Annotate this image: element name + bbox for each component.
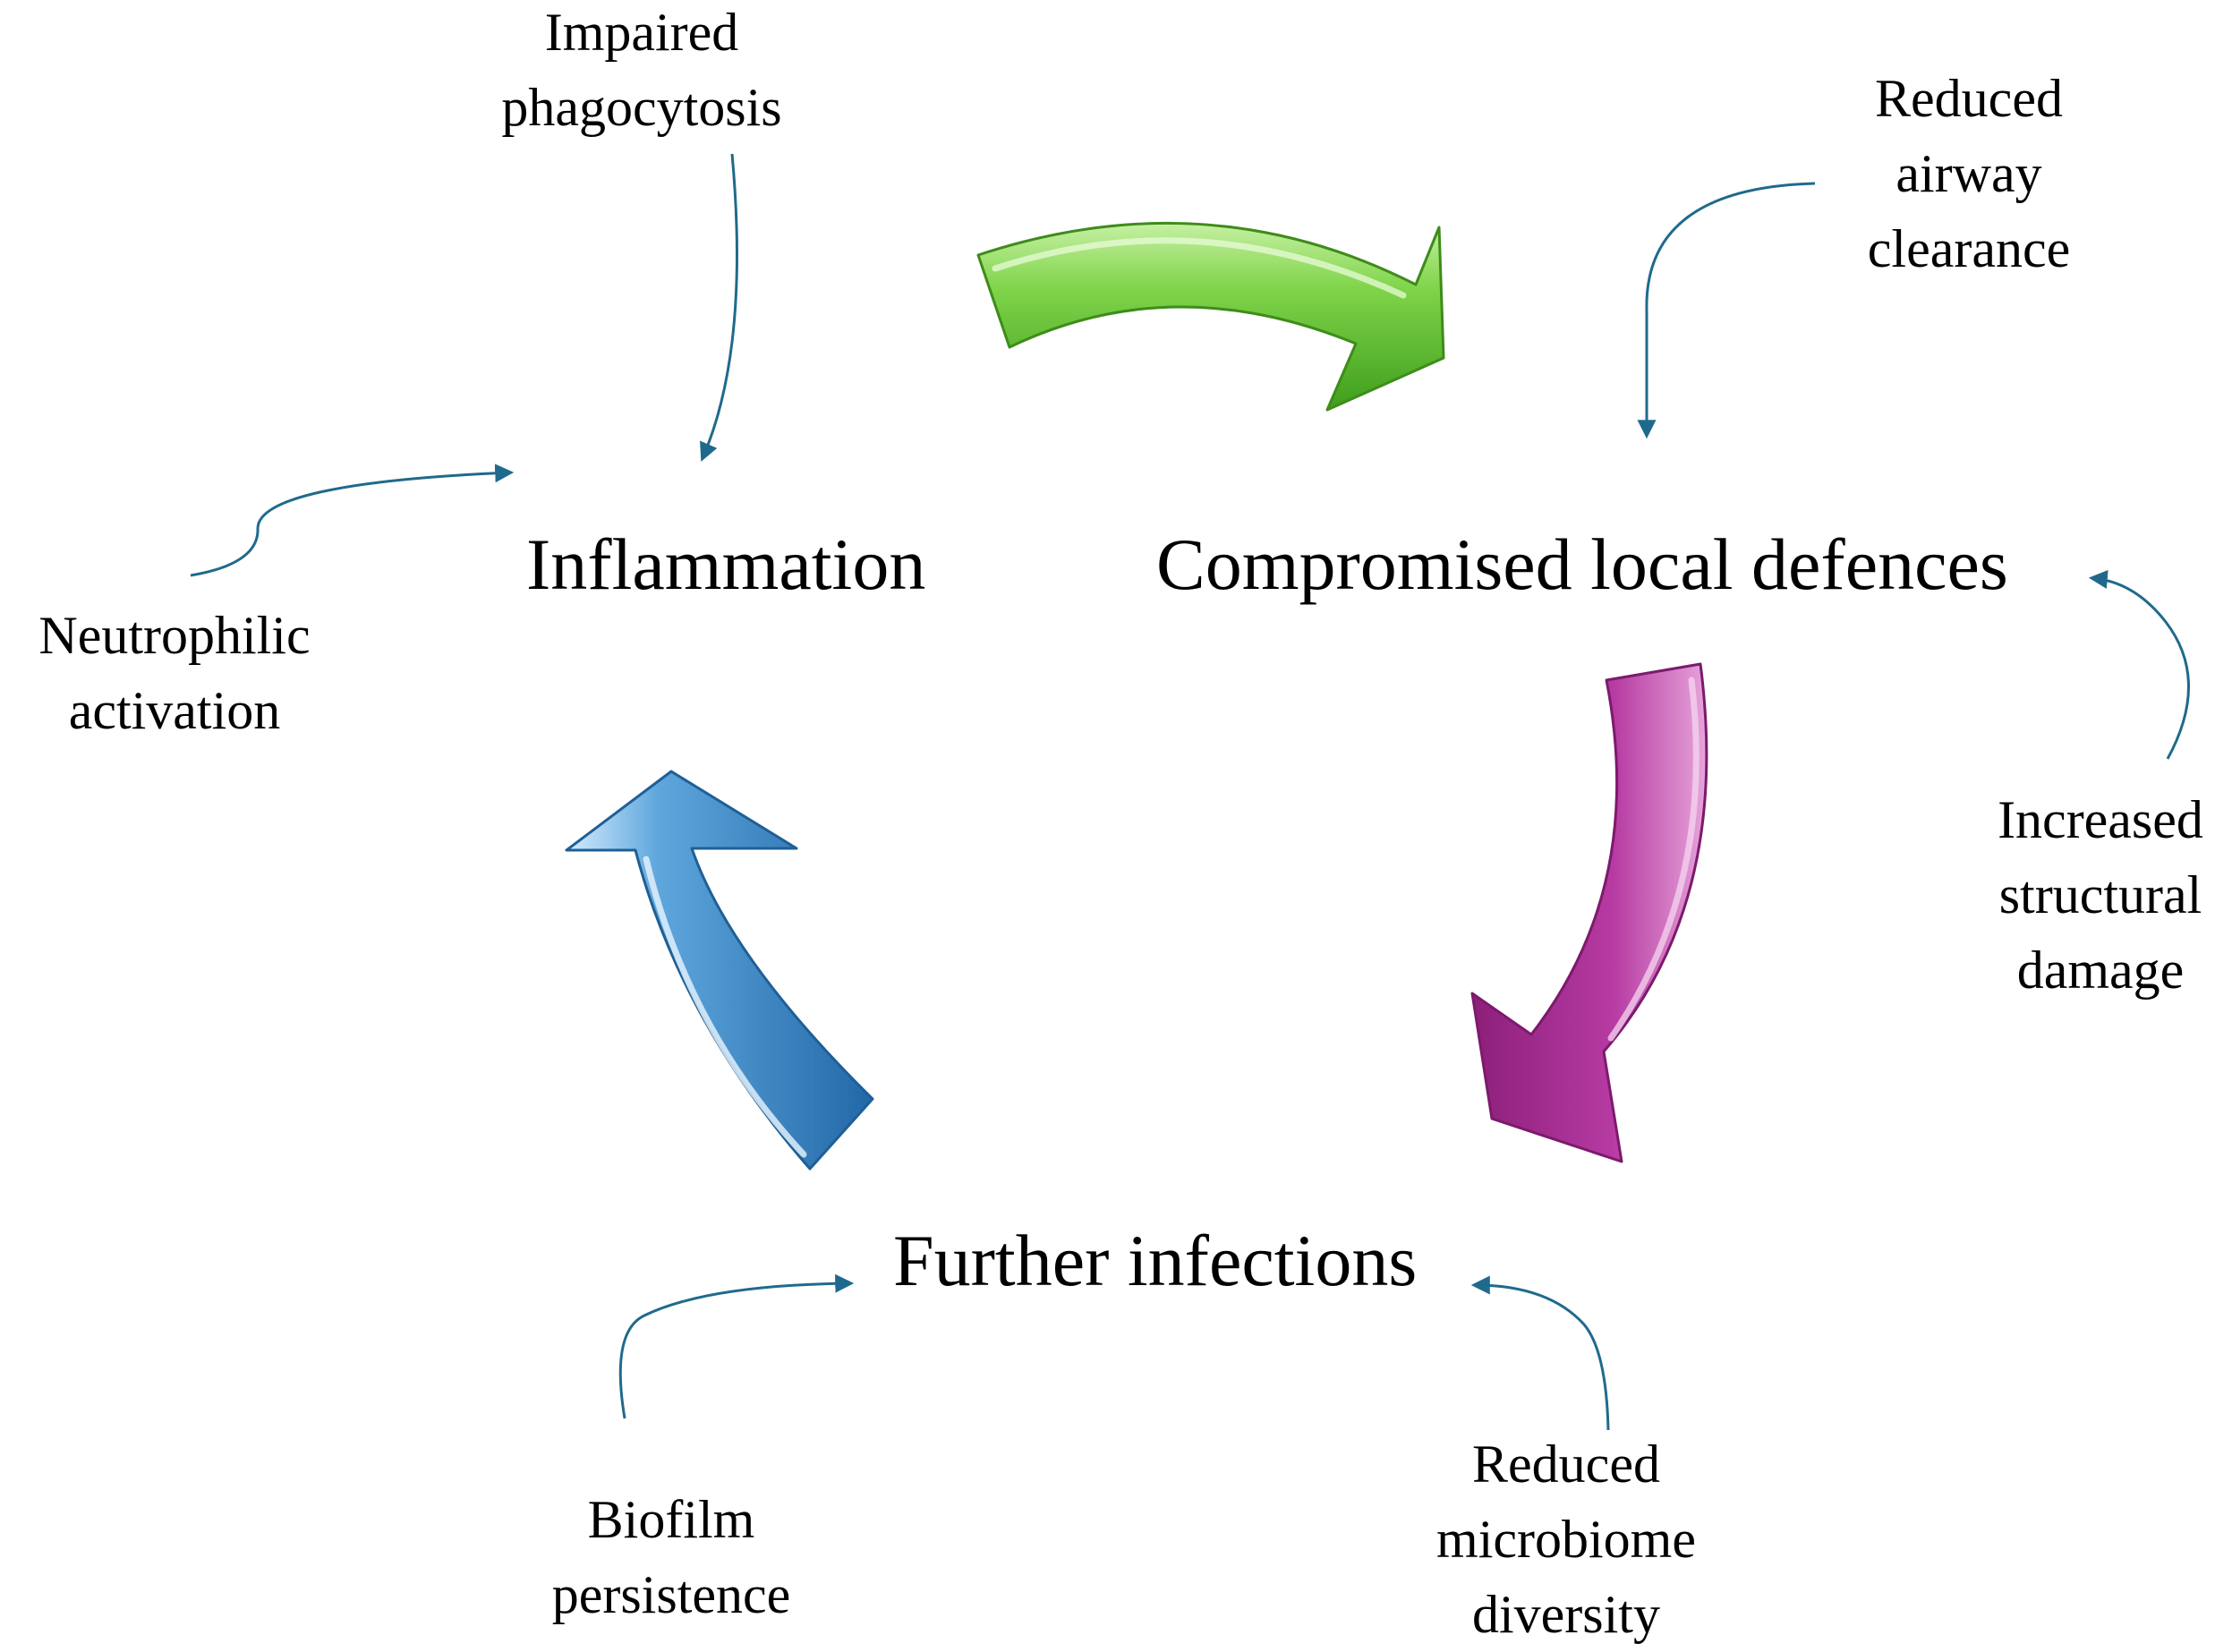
cycle-arrow-blue-highlight xyxy=(643,856,807,1158)
factor-line: Impaired xyxy=(544,3,739,62)
cycle-arrow-blue xyxy=(565,770,874,1171)
factor-line: activation xyxy=(68,681,281,740)
connector-increased-structural-damage xyxy=(2088,569,2190,760)
factor-line: diversity xyxy=(1472,1585,1660,1644)
node-further-infections: Further infections xyxy=(893,1220,1418,1301)
connector-neutrophilic-activation xyxy=(190,464,515,577)
cycle-arrow-green-highlight xyxy=(992,237,1407,299)
factor-line: phagocytosis xyxy=(501,78,782,137)
cycle-arrow-purple xyxy=(1470,662,1708,1163)
node-compromised-local-defences: Compromised local defences xyxy=(1156,524,2008,605)
factor-line: Neutrophilic xyxy=(38,606,311,665)
factor-reduced-airway-clearance: Reduced airway clearance xyxy=(1826,61,2112,286)
factor-line: structural xyxy=(1998,865,2202,924)
node-inflammation: Inflammation xyxy=(526,524,926,605)
cycle-arrow-green xyxy=(976,221,1445,412)
factor-increased-structural-damage: Increased structural damage xyxy=(1969,782,2232,1008)
factor-line: persistence xyxy=(551,1565,791,1624)
factor-neutrophilic-activation: Neutrophilic activation xyxy=(0,598,349,748)
factor-biofilm-persistence: Biofilm persistence xyxy=(501,1482,841,1632)
factor-line: damage xyxy=(2016,941,2185,1000)
factor-impaired-phagocytosis: Impaired phagocytosis xyxy=(467,0,816,145)
factor-line: airway xyxy=(1895,144,2042,203)
factor-line: Reduced xyxy=(1472,1435,1660,1494)
factor-line: Reduced xyxy=(1875,69,2063,128)
cycle-arrow-purple-highlight xyxy=(1607,677,1700,1042)
factor-line: Biofilm xyxy=(587,1490,755,1549)
factor-line: Increased xyxy=(1998,790,2203,849)
factor-line: clearance xyxy=(1867,219,2071,278)
connector-reduced-airway-clearance xyxy=(1637,182,1816,439)
factor-line: microbiome xyxy=(1436,1510,1696,1569)
connector-reduced-microbiome-diversity xyxy=(1470,1275,1610,1431)
factor-reduced-microbiome-diversity: Reduced microbiome diversity xyxy=(1396,1426,1736,1652)
connector-impaired-phagocytosis xyxy=(700,153,738,462)
connector-biofilm-persistence xyxy=(618,1273,855,1419)
